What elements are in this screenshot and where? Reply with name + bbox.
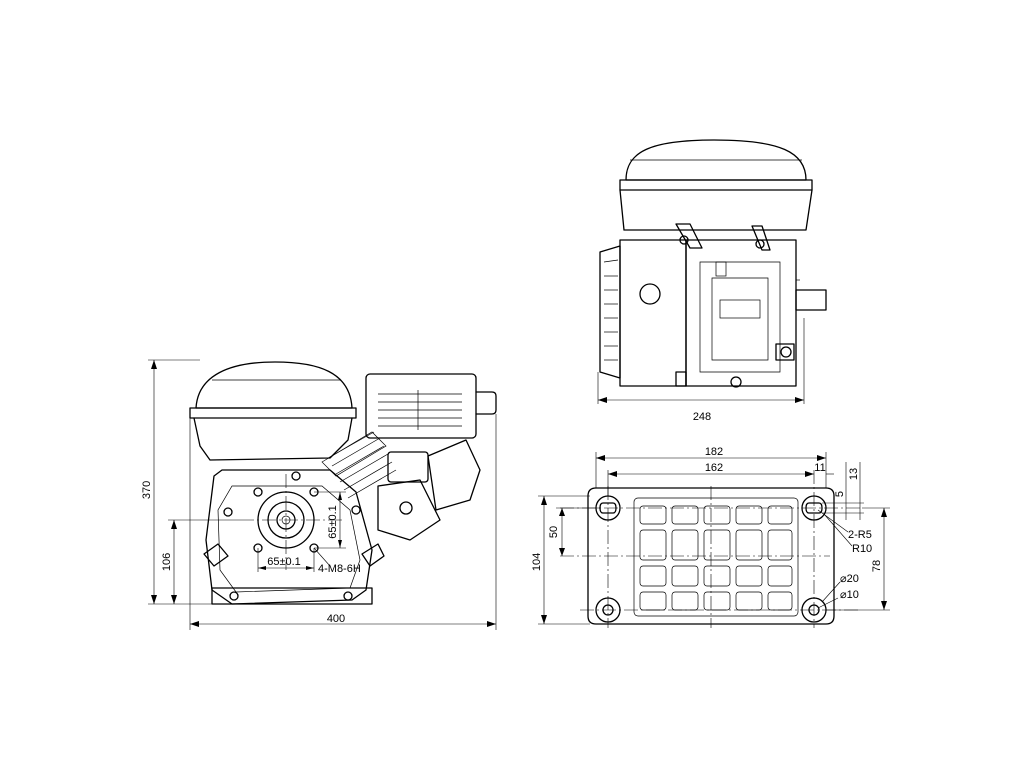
dim-top-width: 248 [693, 411, 711, 423]
dim-pattern-v: 65±0.1 [327, 505, 339, 539]
side-view-dimensions [148, 359, 497, 630]
base-view [560, 470, 862, 628]
dim-base-inner: 162 [705, 462, 723, 474]
base-view-dimensions [538, 452, 890, 625]
dim-side-height: 370 [141, 481, 153, 499]
dim-base-50: 50 [548, 526, 560, 538]
dim-base-r5: 2-R5 [848, 529, 872, 541]
dim-base-d10: ⌀10 [840, 589, 859, 601]
top-view-engine [599, 139, 827, 388]
dim-side-shaft-height: 106 [161, 553, 173, 571]
dim-base-d20: ⌀20 [840, 573, 859, 585]
dim-base-5: 5 [834, 491, 846, 497]
dim-thread: 4-M8-6H [318, 563, 361, 575]
dim-base-outer: 182 [705, 446, 723, 458]
dim-pattern-h: 65±0.1 [267, 556, 301, 568]
dim-base-slot: 11 [814, 462, 825, 474]
dim-side-width: 400 [327, 613, 345, 625]
top-view-dimensions [597, 318, 805, 404]
dim-base-104: 104 [531, 553, 543, 571]
dim-base-78: 78 [871, 560, 883, 572]
dim-base-13: 13 [848, 468, 860, 480]
side-view-engine [189, 361, 497, 605]
dim-base-r10: R10 [852, 543, 872, 555]
